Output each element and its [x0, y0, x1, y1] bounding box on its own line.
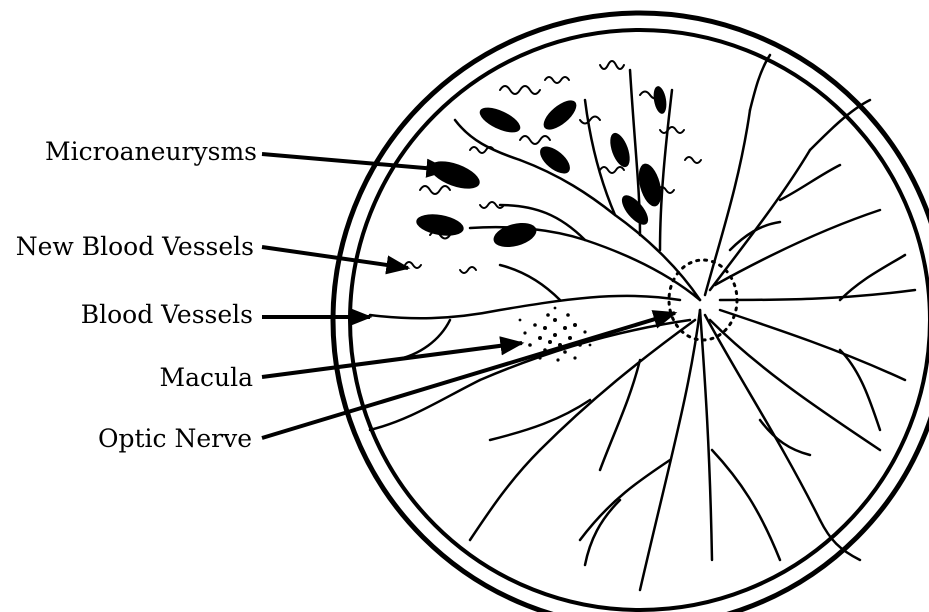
blood-vessels-label: Blood Vessels — [81, 302, 253, 327]
microaneurysms-label: Microaneurysms — [45, 139, 257, 164]
macula — [519, 307, 592, 362]
new-blood-vessels-label: New Blood Vessels — [16, 234, 254, 259]
eye-inner-ring — [350, 30, 929, 610]
optic-nerve-label: Optic Nerve — [98, 426, 252, 451]
microaneurysms-arrow — [262, 154, 448, 170]
macula-label: Macula — [159, 365, 253, 390]
new-blood-vessels-arrow — [262, 247, 408, 268]
optic-nerve-arrow — [262, 313, 675, 438]
